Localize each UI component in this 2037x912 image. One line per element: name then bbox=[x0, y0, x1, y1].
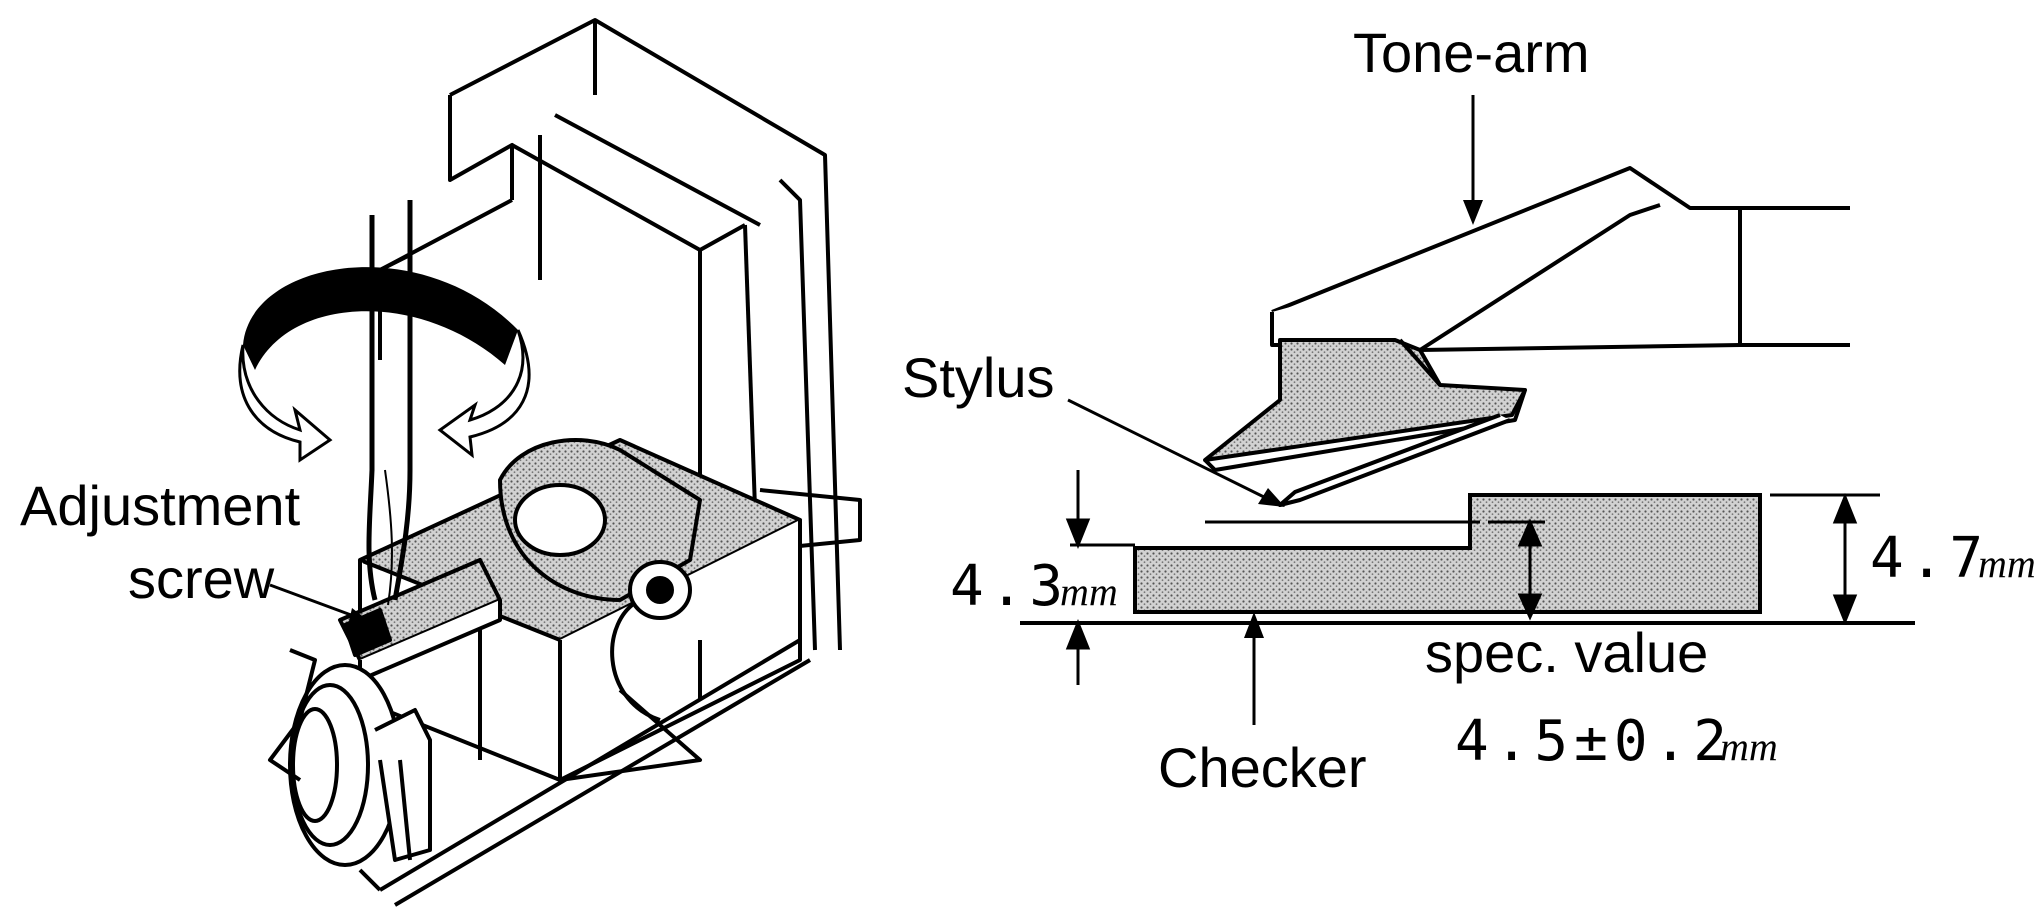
screwdriver bbox=[366, 200, 413, 606]
stylus-label: Stylus bbox=[902, 346, 1055, 409]
adjustment-screw-callout: Adjustment screw bbox=[20, 474, 371, 626]
screw-plate bbox=[338, 558, 502, 682]
cam-piece bbox=[498, 438, 702, 620]
adjustment-label-line1: Adjustment bbox=[20, 474, 301, 537]
checker-gauge bbox=[1020, 493, 1915, 625]
checker-callout: Checker bbox=[1158, 612, 1367, 799]
dimension-4-3 bbox=[1065, 470, 1135, 685]
tone-arm-callout: Tone-arm bbox=[1353, 21, 1590, 225]
base-rail bbox=[358, 638, 812, 907]
tone-arm-label: Tone-arm bbox=[1353, 21, 1590, 84]
spec-value-caption: spec. value bbox=[1425, 621, 1708, 684]
rotation-arrow-icon bbox=[238, 267, 531, 463]
left-mechanism-illustration bbox=[268, 18, 862, 907]
adjustment-pointer-head bbox=[348, 608, 370, 626]
tone-arm-headshell bbox=[1203, 166, 1850, 507]
dimension-4-7-value: 4.7 bbox=[1870, 526, 1989, 591]
adjustment-label-line2: screw bbox=[128, 547, 275, 610]
dimension-4-7 bbox=[1770, 492, 1880, 626]
stylus-callout: Stylus bbox=[902, 346, 1285, 507]
dimension-4-7-unit: mm bbox=[1978, 541, 2036, 586]
spec-value-unit: mm bbox=[1720, 724, 1778, 769]
dimension-4-3-value: 4.3 bbox=[950, 554, 1069, 619]
spec-value-arrow bbox=[1488, 518, 1545, 621]
spool-wheel bbox=[268, 648, 432, 867]
checker-label: Checker bbox=[1158, 736, 1367, 799]
spec-value-number: 4.5±0.2 bbox=[1455, 709, 1733, 774]
dimension-4-3-unit: mm bbox=[1060, 569, 1118, 614]
